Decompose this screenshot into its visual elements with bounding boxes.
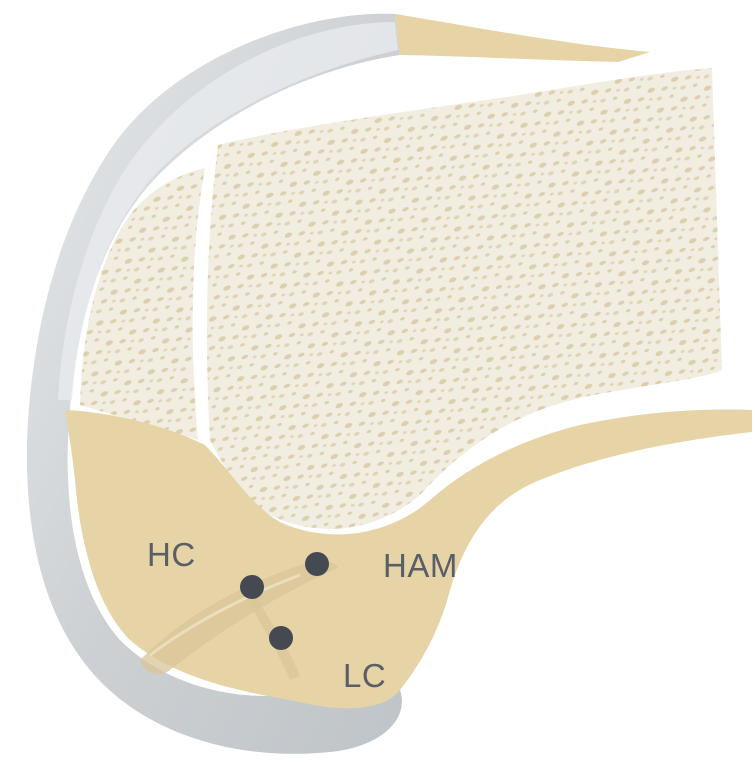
- label-ham: HAM: [383, 547, 458, 584]
- cortex-top: [395, 14, 650, 62]
- marker-1: [305, 552, 329, 576]
- label-lc: LC: [343, 657, 386, 694]
- marker-2: [240, 575, 264, 599]
- cancellous-bone-main: [207, 68, 722, 529]
- label-hc: HC: [147, 536, 196, 573]
- marker-3: [269, 626, 293, 650]
